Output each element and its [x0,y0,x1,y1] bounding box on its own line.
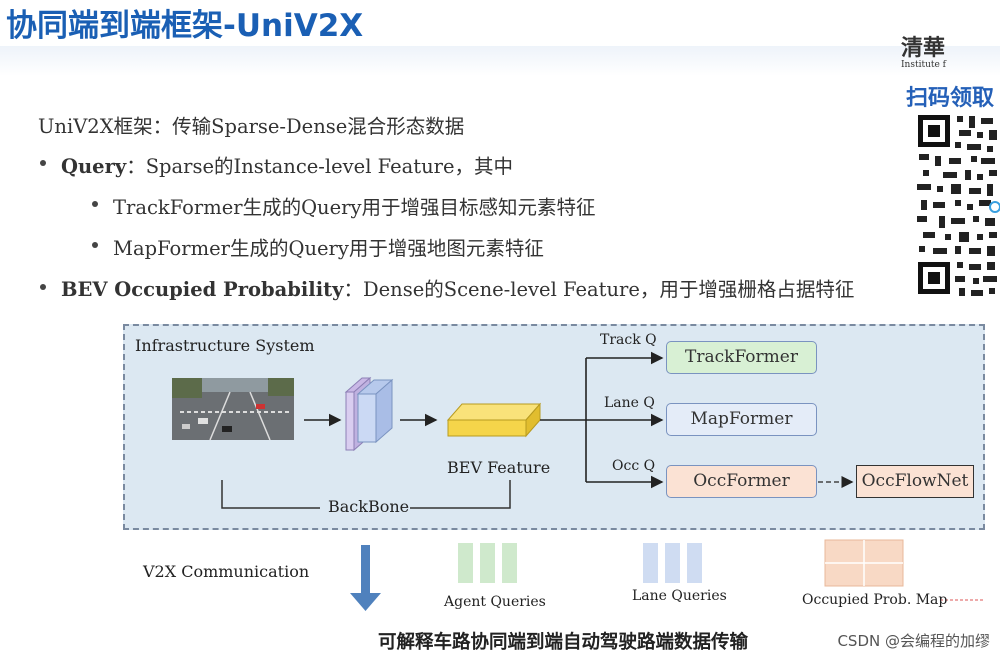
lane-queries-label: Lane Queries [632,588,727,604]
bullet-bev-text: ：Dense的Scene-level Feature，用于增强栅格占据特征 [343,278,855,301]
bullet-query: Query：Sparse的Instance-level Feature，其中 [61,150,513,179]
occupied-map-label: Occupied Prob. Map [802,592,948,608]
agent-queries-label: Agent Queries [444,594,546,610]
logo-institute-text: Institute f [901,60,947,70]
trackformer-node: TrackFormer [666,341,817,374]
figure-caption: 可解释车路协同端到端自动驾驶路端数据传输 [378,632,749,653]
csdn-watermark: CSDN @会编程的加缪 [837,632,990,650]
title-bar-background [0,46,1000,76]
lane-q-label: Lane Q [604,395,655,411]
infrastructure-system-label: Infrastructure System [135,336,315,355]
occflownet-node: OccFlowNet [856,465,974,498]
bullet-dot [40,284,46,290]
bullet-query-text: ：Sparse的Instance-level Feature，其中 [126,155,514,178]
lead-text: UniV2X框架：传输Sparse-Dense混合形态数据 [38,115,465,138]
bev-feature-label: BEV Feature [447,458,551,477]
lane-queries-icon [643,543,702,583]
v2x-down-arrow [350,545,381,611]
sub-bullet-dot [92,201,98,207]
road-camera-image [172,378,294,441]
qr-code-graphic [915,112,1000,300]
agent-queries-icon [458,543,517,583]
backbone-label: BackBone [328,497,410,516]
sub-bullet-mapformer: MapFormer生成的Query用于增强地图元素特征 [113,237,544,260]
sub-bullet-dot [92,242,98,248]
mapformer-node: MapFormer [666,403,817,436]
sub-bullet-trackformer: TrackFormer生成的Query用于增强目标感知元素特征 [113,196,596,219]
slide-title: 协同端到端框架-UniV2X [6,8,364,44]
bev-feature-block [446,402,542,438]
occ-q-label: Occ Q [612,458,656,474]
v2x-communication-label: V2X Communication [143,562,310,581]
backbone-blocks [344,376,394,452]
bullet-query-bold: Query [61,155,127,178]
occupied-map-icon [824,539,904,587]
university-logo: 清華 Institute f [901,30,996,70]
qr-caption: 扫码领取 [906,86,995,111]
qr-code[interactable] [915,112,1000,300]
track-q-label: Track Q [600,332,657,348]
logo-glyphs: 清華 [901,35,946,61]
bullet-bev-bold: BEV Occupied Probability [61,278,344,301]
bullet-dot [40,160,46,166]
bullet-bev: BEV Occupied Probability：Dense的Scene-lev… [61,273,854,302]
occformer-node: OccFormer [666,465,817,498]
